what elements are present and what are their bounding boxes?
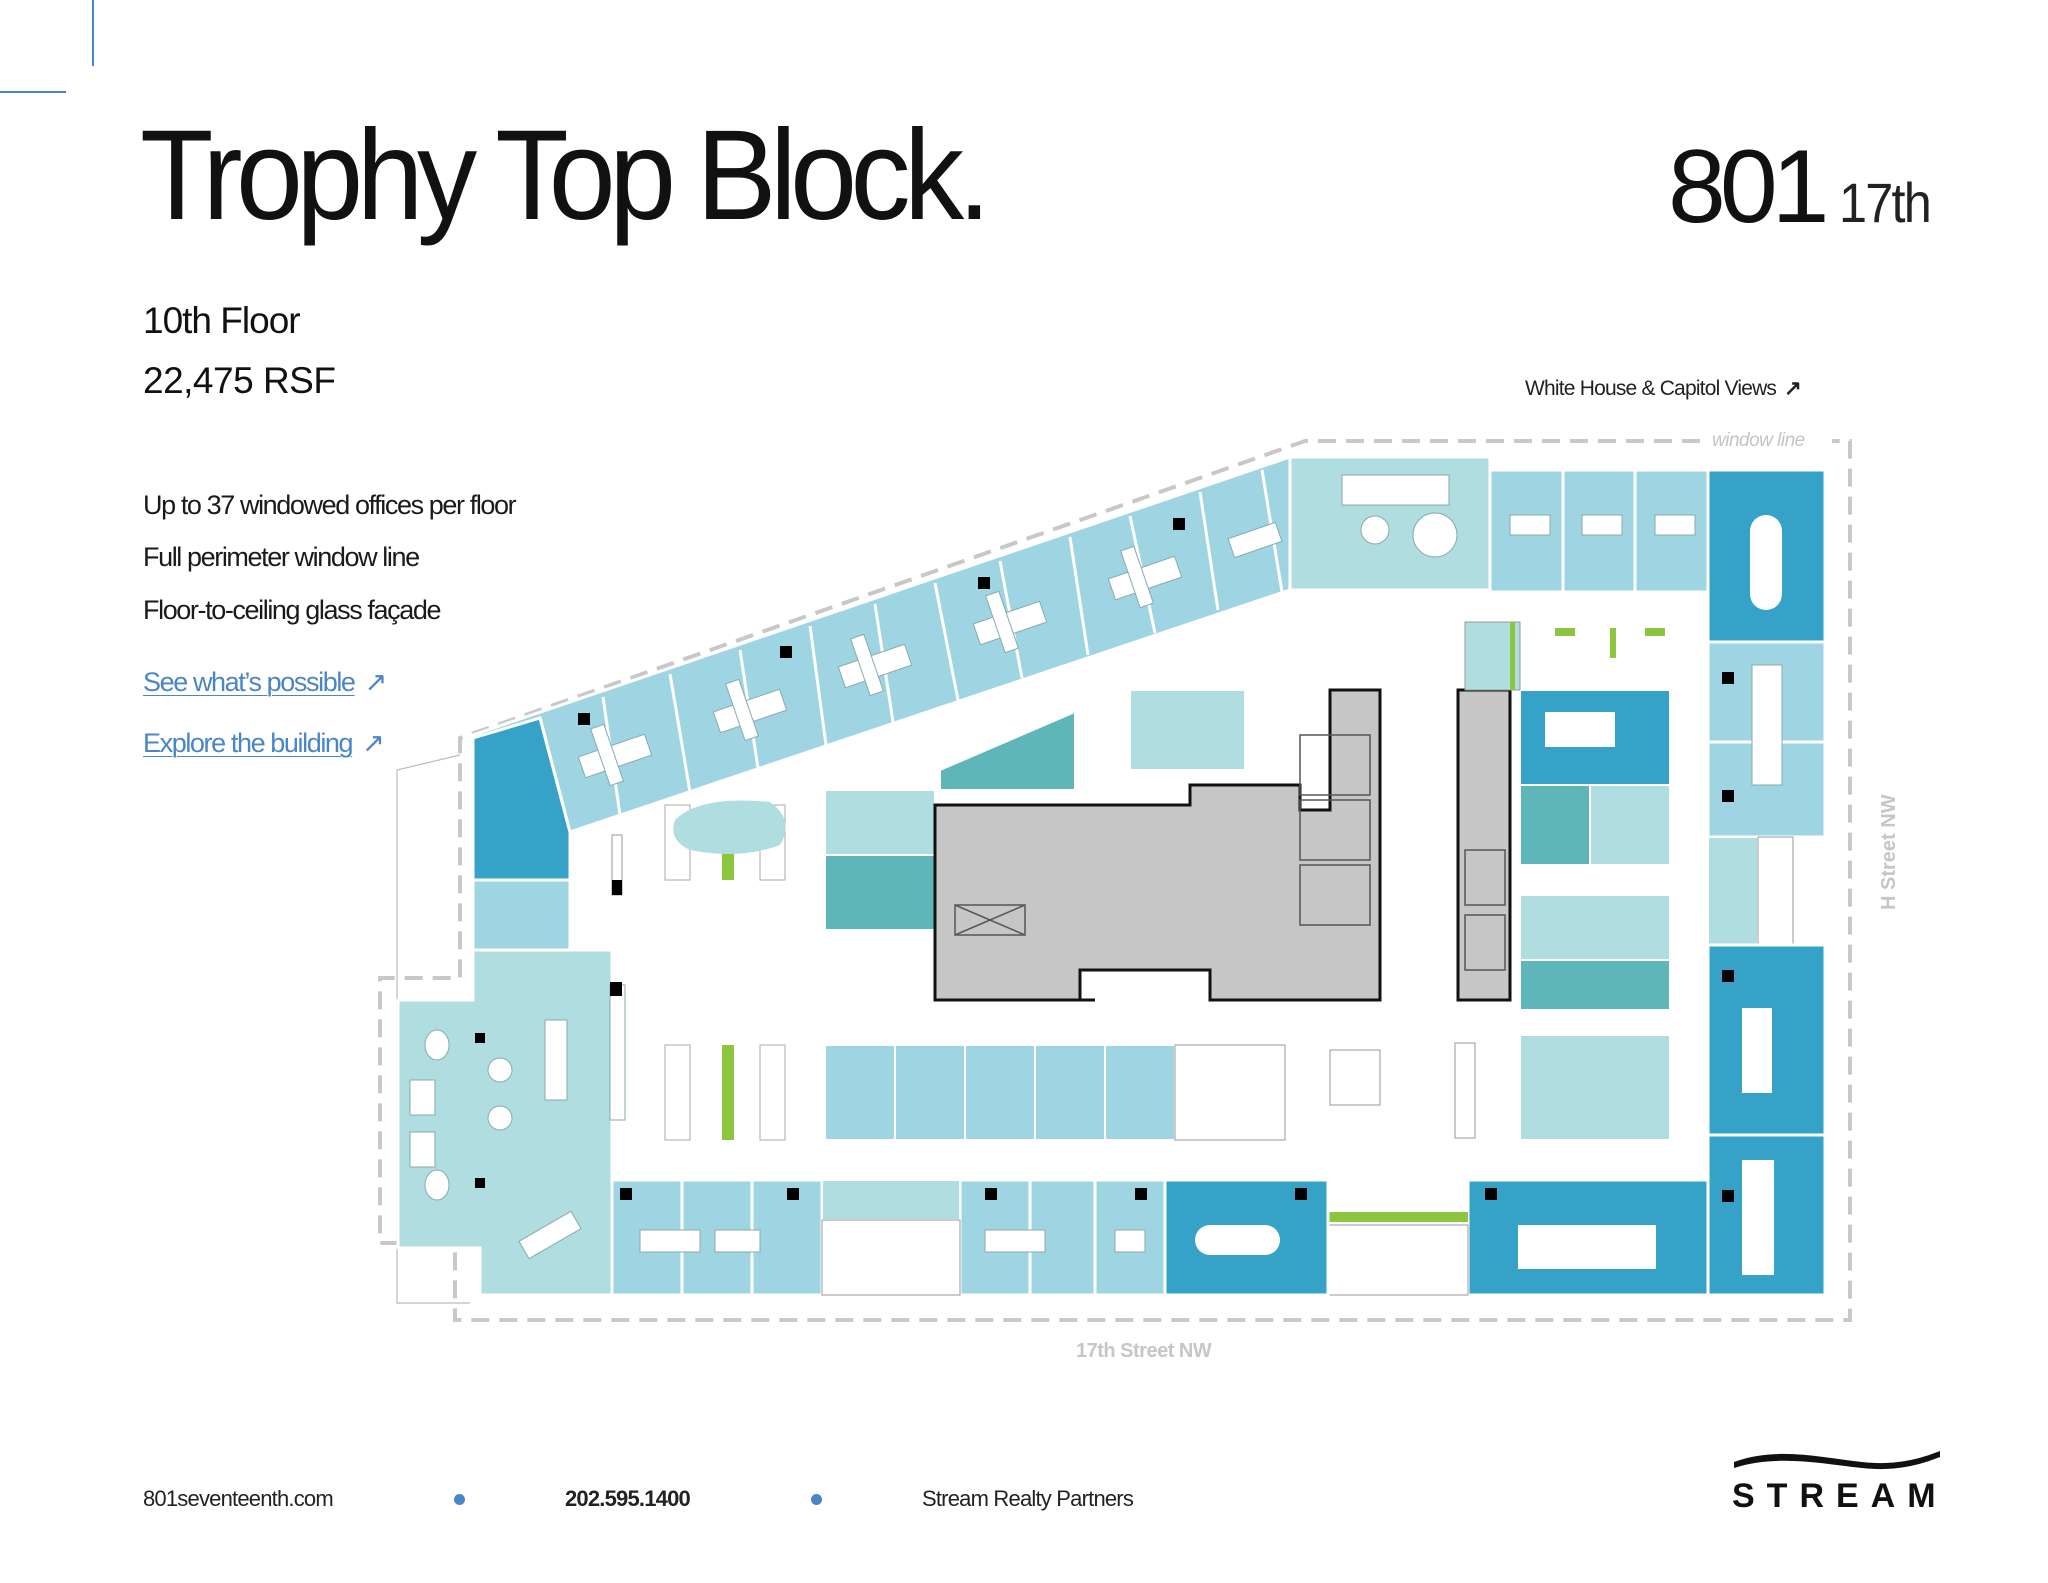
arrow-up-right-icon: ↗ [362, 728, 385, 758]
building-core [933, 688, 1512, 1002]
window-line-outline [378, 439, 1852, 1322]
corner-mark-vertical [92, 0, 94, 66]
south-stair [821, 1219, 961, 1296]
west-office [471, 878, 572, 952]
central-offices [824, 1044, 1176, 1141]
see-whats-possible-link[interactable]: See what’s possible ↗ [143, 667, 388, 698]
company-name: Stream Realty Partners [922, 1486, 1134, 1511]
lounge-island [673, 800, 786, 854]
central-stair [1174, 1044, 1286, 1141]
desk-clusters [577, 521, 1283, 787]
street-label-17th: 17th Street NW [1076, 1340, 1212, 1362]
planter [1328, 1212, 1468, 1222]
explore-building-link[interactable]: Explore the building ↗ [143, 728, 385, 759]
west-conference-room [471, 716, 572, 882]
arrow-up-right-icon: ↗ [1784, 377, 1802, 400]
central-workstations [664, 804, 786, 1141]
feature-item: Full perimeter window line [143, 542, 420, 572]
window-line-label: window line [1712, 430, 1805, 451]
page-title: Trophy Top Block. [140, 104, 991, 247]
separator-dot [811, 1494, 822, 1505]
logo-number: 801 [1668, 129, 1830, 245]
feature-item: Up to 37 windowed offices per floor [143, 490, 517, 520]
views-label: White House & Capitol Views [1525, 377, 1777, 400]
arrow-up-right-icon: ↗ [364, 667, 388, 697]
link-label: See what’s possible [143, 667, 356, 697]
area-label: 22,475 RSF [143, 360, 336, 401]
wave-icon [1734, 1451, 1940, 1470]
stream-logo: STREAM [1732, 1448, 1948, 1513]
feature-item: Floor-to-ceiling glass façade [143, 595, 441, 625]
logo-suffix: 17th [1838, 171, 1932, 234]
views-link[interactable]: White House & Capitol Views ↗ [1525, 376, 1802, 401]
website-link[interactable]: 801seventeenth.com [143, 1486, 334, 1511]
separator-dot [454, 1494, 465, 1505]
stream-wordmark: STREAM [1732, 1477, 1948, 1515]
floor-label: 10th Floor [143, 300, 301, 341]
phone-number[interactable]: 202.595.1400 [565, 1486, 691, 1511]
link-label: Explore the building [143, 728, 354, 758]
street-label-h: H Street NW [1878, 794, 1900, 910]
corner-mark-horizontal [0, 91, 66, 93]
